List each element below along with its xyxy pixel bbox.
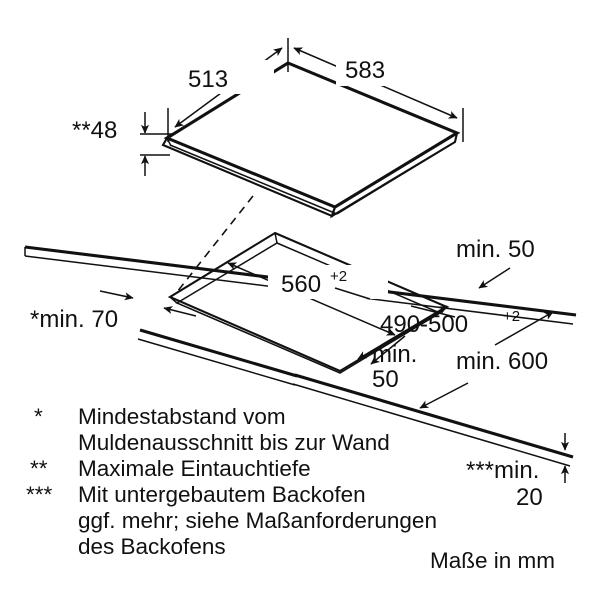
label-hob-width: 583 bbox=[345, 57, 385, 84]
worktop-front-edge bbox=[294, 373, 574, 459]
legend-marker-2: ** bbox=[30, 456, 48, 481]
label-hob-depth: 513 bbox=[188, 66, 228, 93]
label-worktop-thickness-line2: 20 bbox=[516, 484, 543, 511]
dim-worktop-depth bbox=[419, 311, 554, 409]
worktop-front-edge-left-thickness bbox=[137, 338, 296, 386]
dim-hob-depth bbox=[167, 47, 283, 142]
label-rear-clearance: min. 50 bbox=[456, 236, 535, 263]
legend-marker-3: *** bbox=[26, 482, 53, 507]
units-note: Maße in mm bbox=[430, 548, 555, 573]
label-wall-distance: *min. 70 bbox=[30, 306, 118, 333]
legend-line-4: Mit untergebautem Backofen bbox=[78, 482, 366, 507]
cutout-corner-tick-top bbox=[274, 232, 278, 244]
legend-line-3: Maximale Eintauchtiefe bbox=[78, 456, 311, 481]
label-cutout-depth: 490-500 bbox=[380, 311, 468, 338]
worktop-front-edge-thickness bbox=[292, 383, 571, 467]
label-front-clearance-line2: 50 bbox=[372, 366, 399, 393]
legend-line-5: ggf. mehr; siehe Maßanforderungen bbox=[78, 508, 437, 533]
dim-front-clearance bbox=[370, 335, 406, 365]
hob-bevel-right bbox=[336, 141, 456, 215]
dim-hob-immersion-depth bbox=[140, 112, 172, 176]
dim-rear-clearance bbox=[478, 267, 511, 289]
legend-marker-1: * bbox=[34, 404, 43, 429]
label-cutout-width: 560 bbox=[281, 271, 321, 298]
worktop-front-edge-left bbox=[139, 328, 298, 378]
dim-cutout-depth bbox=[357, 305, 456, 360]
hob-bevel-left bbox=[169, 144, 338, 215]
label-front-clearance-line1: min. bbox=[372, 341, 417, 368]
label-worktop-depth: min. 600 bbox=[456, 348, 548, 375]
cutout-corner-tick-left bbox=[169, 296, 178, 304]
dim-cutout-width bbox=[227, 262, 396, 336]
label-cutout-depth-tolerance: +2 bbox=[503, 308, 520, 325]
legend-line-1: Mindestabstand vom bbox=[78, 404, 286, 429]
label-cutout-width-tolerance: +2 bbox=[330, 268, 347, 285]
dim-hob-width bbox=[287, 38, 464, 142]
dim-wall-distance bbox=[99, 290, 197, 317]
legend-line-6: des Backofens bbox=[78, 534, 226, 559]
legend-line-2: Muldenausschnitt bis zur Wand bbox=[78, 430, 390, 455]
label-worktop-thickness-line1: ***min. bbox=[466, 457, 539, 484]
label-hob-immersion-depth: **48 bbox=[72, 117, 117, 144]
